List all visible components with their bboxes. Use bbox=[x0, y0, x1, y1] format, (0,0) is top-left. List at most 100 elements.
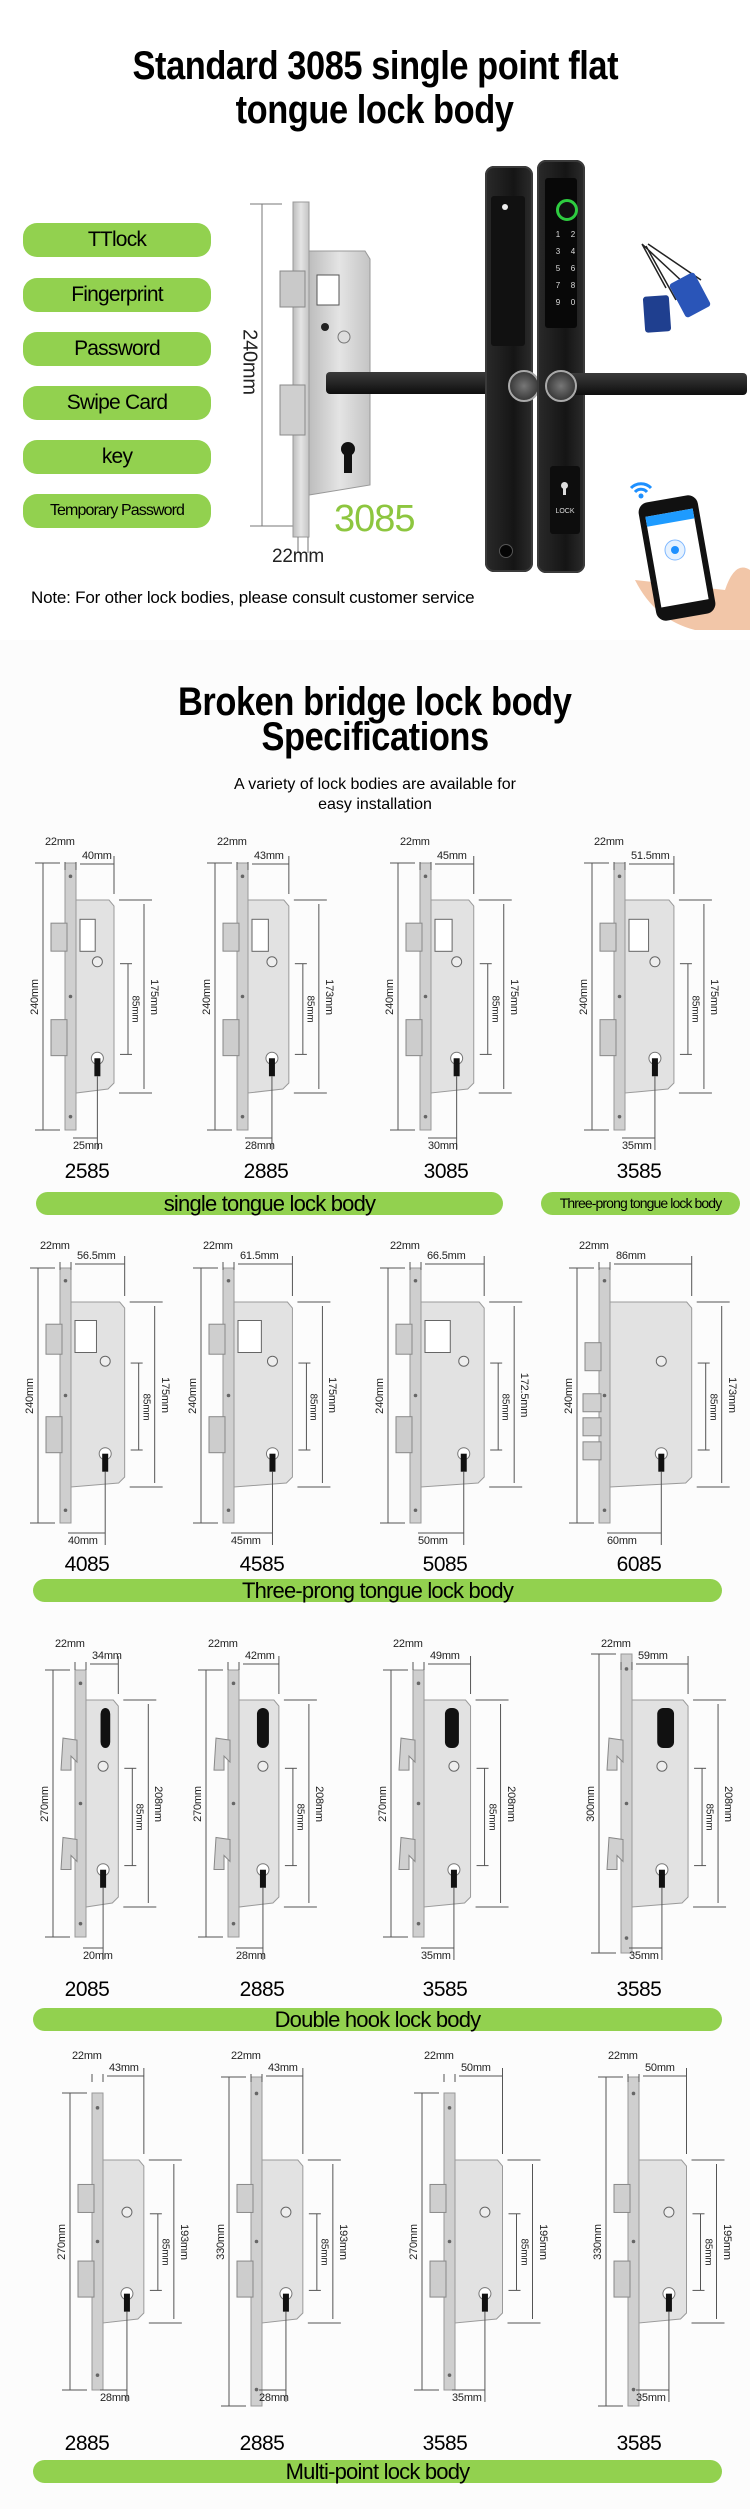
keypad-key: 8 bbox=[570, 281, 576, 290]
title-line-1: Standard 3085 single point flat bbox=[132, 44, 618, 88]
screw-hole bbox=[624, 1667, 629, 1671]
screw-hole bbox=[63, 1393, 68, 1398]
feature-pill-swipe-card: Swipe Card bbox=[23, 386, 211, 420]
overall-width-label: 45mm bbox=[437, 850, 467, 862]
case-height-dimension-label: 208mm bbox=[312, 1785, 325, 1822]
overall-width-label: 61.5mm bbox=[240, 1250, 279, 1262]
latch-window bbox=[424, 1320, 451, 1353]
case-height-dimension-label: 175mm bbox=[707, 978, 720, 1015]
keypad-key: 6 bbox=[570, 264, 576, 273]
height-dimension-label: 270mm bbox=[192, 1785, 204, 1822]
model-number: 3085 bbox=[423, 1160, 469, 1183]
latch-window bbox=[434, 918, 453, 952]
screw-hole bbox=[95, 2239, 100, 2244]
screw-hole bbox=[617, 994, 622, 999]
deadbolt bbox=[599, 1019, 617, 1057]
model-number: 3585 bbox=[616, 2432, 662, 2455]
screw-hole bbox=[602, 1508, 607, 1513]
hook-bolt bbox=[60, 1836, 78, 1870]
lock-case bbox=[85, 1699, 119, 1908]
latch-bolt bbox=[45, 1323, 63, 1355]
screw-hole bbox=[68, 874, 73, 879]
center-distance-label: 85mm bbox=[702, 2238, 713, 2266]
model-number: 2885 bbox=[239, 1978, 285, 2001]
spindle-hole bbox=[458, 1355, 470, 1367]
screw-hole bbox=[416, 1681, 421, 1686]
latch-bolt bbox=[613, 2183, 631, 2213]
height-dimension-label: 270mm bbox=[408, 2223, 420, 2260]
keypad-key: 2 bbox=[570, 230, 576, 239]
overall-width-label: 51.5mm bbox=[631, 850, 670, 862]
deadbolt bbox=[429, 2260, 447, 2298]
overall-width-label: 49mm bbox=[430, 1650, 460, 1662]
screw-hole bbox=[63, 1278, 68, 1283]
spindle-hole bbox=[663, 2206, 675, 2218]
backset-label: 35mm bbox=[629, 1950, 659, 1962]
case-height-dimension-label: 195mm bbox=[536, 2223, 549, 2260]
lock-case bbox=[423, 1699, 472, 1908]
faceplate-width-label: 22mm bbox=[601, 1638, 631, 1650]
lock-case bbox=[638, 2159, 687, 2324]
right-lever-handle bbox=[549, 373, 747, 395]
screw-hole bbox=[254, 2387, 259, 2392]
latch-window bbox=[74, 1320, 97, 1353]
height-dimension-label: 330mm bbox=[592, 2223, 604, 2260]
hook-bolt bbox=[398, 1836, 416, 1870]
lock-case bbox=[261, 2159, 304, 2324]
faceplate-width-label: 22mm bbox=[208, 1638, 238, 1650]
handle-slot bbox=[657, 1708, 675, 1748]
note-text: Note: For other lock bodies, please cons… bbox=[31, 588, 475, 607]
keypad-key: 7 bbox=[555, 281, 561, 290]
screw-hole bbox=[231, 1681, 236, 1686]
case-height-dimension-label: 175mm bbox=[158, 1376, 171, 1413]
lock-case bbox=[631, 1699, 689, 1908]
lock-case bbox=[609, 1301, 693, 1488]
case-height-dimension-label: 208mm bbox=[722, 1785, 735, 1822]
overall-width-label: 50mm bbox=[645, 2062, 675, 2074]
keypad-key: 4 bbox=[570, 247, 576, 256]
cylinder-slot bbox=[658, 1869, 665, 1888]
spindle-hole bbox=[91, 956, 103, 968]
hook-bolt bbox=[606, 1836, 624, 1870]
height-dimension-label: 240mm bbox=[24, 1377, 36, 1414]
screw-hole bbox=[413, 1278, 418, 1283]
latch-bolt bbox=[208, 1323, 226, 1355]
center-distance-label: 85mm bbox=[499, 1393, 511, 1421]
case-height-dimension-label: 208mm bbox=[504, 1785, 517, 1822]
faceplate-width-label: 22mm bbox=[203, 1240, 233, 1252]
center-distance-label: 85mm bbox=[140, 1393, 152, 1421]
cylinder-slot bbox=[460, 1453, 467, 1472]
cylinder-slot bbox=[453, 1058, 460, 1077]
latch-window bbox=[79, 918, 96, 952]
screw-hole bbox=[617, 874, 622, 879]
faceplate-width-label: 22mm bbox=[55, 1638, 85, 1650]
hook-bolt bbox=[606, 1737, 624, 1771]
faceplate-width-label: 22mm bbox=[579, 1240, 609, 1252]
case-height-dimension-label: 173mm bbox=[725, 1376, 738, 1413]
title-line-2: tongue lock body bbox=[236, 88, 514, 132]
keypad-key: 0 bbox=[570, 298, 576, 307]
keypad-key: 1 bbox=[555, 230, 561, 239]
spindle-hole bbox=[479, 2206, 491, 2218]
center-distance-label: 85mm bbox=[689, 995, 701, 1023]
screw-hole bbox=[423, 874, 428, 879]
case-height-dimension-label: 175mm bbox=[507, 978, 520, 1015]
screw-hole bbox=[624, 1936, 629, 1940]
faceplate-width-label: 22mm bbox=[393, 1638, 423, 1650]
center-distance-label: 85mm bbox=[307, 1393, 319, 1421]
overall-width-label: 42mm bbox=[245, 1650, 275, 1662]
overall-width-label: 66.5mm bbox=[427, 1250, 466, 1262]
latch-bolt bbox=[77, 2183, 95, 2213]
category-bar-double-hook: Double hook lock body bbox=[33, 2008, 722, 2031]
deadbolt bbox=[405, 1019, 423, 1057]
spindle-hole bbox=[451, 956, 463, 968]
screw-hole bbox=[240, 874, 245, 879]
deadbolt bbox=[613, 2260, 631, 2298]
feature-pill-password: Password bbox=[23, 332, 211, 366]
screw-hole bbox=[416, 1801, 421, 1806]
screw-hole bbox=[447, 2106, 452, 2110]
screw-hole bbox=[447, 2239, 452, 2244]
model-number: 3585 bbox=[422, 2432, 468, 2455]
screw-hole bbox=[602, 1393, 607, 1398]
